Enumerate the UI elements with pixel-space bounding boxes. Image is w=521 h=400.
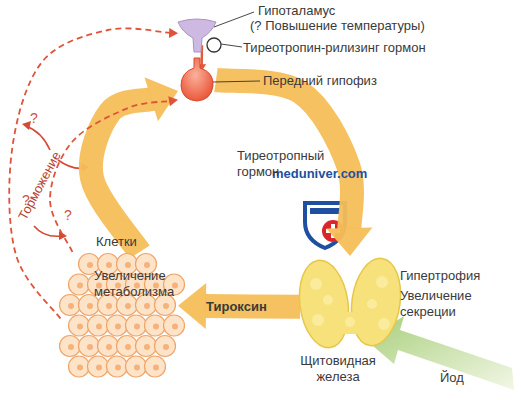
node-note: (? Повышение температуры) <box>250 18 425 34</box>
pituitary: Передний гипофиз <box>178 58 216 102</box>
question-mark: ? <box>30 110 38 128</box>
cells-cluster: КлеткиУвеличение метаболизма <box>58 252 178 380</box>
thyroid-shape <box>298 254 402 350</box>
question-mark: ? <box>22 192 30 210</box>
edge-label: Тиреотропин-рилизинг гормон <box>243 40 426 56</box>
question-mark: ? <box>64 207 72 225</box>
arrowhead <box>168 96 178 106</box>
iodine-arrow <box>366 316 514 390</box>
node-title: Передний гипофиз <box>263 73 377 89</box>
node-title: Гипоталамус <box>258 3 335 19</box>
arrowhead <box>145 77 179 121</box>
hormone-arrow <box>91 77 178 252</box>
edge-label: Тиреотропный гормон <box>237 148 347 181</box>
node-note: Гипертрофия <box>400 268 480 284</box>
arrowhead <box>169 28 178 38</box>
pituitary-shape <box>178 58 216 102</box>
hormone-arrow <box>178 283 300 329</box>
thyroid: ГипертрофияУвеличение секрецииЩитовидная… <box>298 254 402 350</box>
feedback-connector <box>50 96 178 252</box>
trh-marker <box>207 38 221 52</box>
node-title: Щитовидная железа <box>293 353 383 386</box>
arrowhead <box>326 227 372 256</box>
hypothalamus-shape <box>176 18 218 52</box>
substance-label: Йод <box>440 370 464 386</box>
edge-label: Тироксин <box>206 299 267 315</box>
node-title: Клетки <box>96 234 137 250</box>
connector-line <box>205 294 300 319</box>
hypothalamus: Гипоталамус(? Повышение температуры) <box>176 18 218 52</box>
inhibition-label: Торможение <box>15 149 65 223</box>
hormone-arrow <box>216 80 372 256</box>
connector-line <box>216 80 352 229</box>
node-note: Увеличение секреции <box>400 288 490 321</box>
watermark: meduniver.com <box>272 166 367 182</box>
node-body: Увеличение метаболизма <box>94 268 186 301</box>
connector-line <box>50 101 170 252</box>
